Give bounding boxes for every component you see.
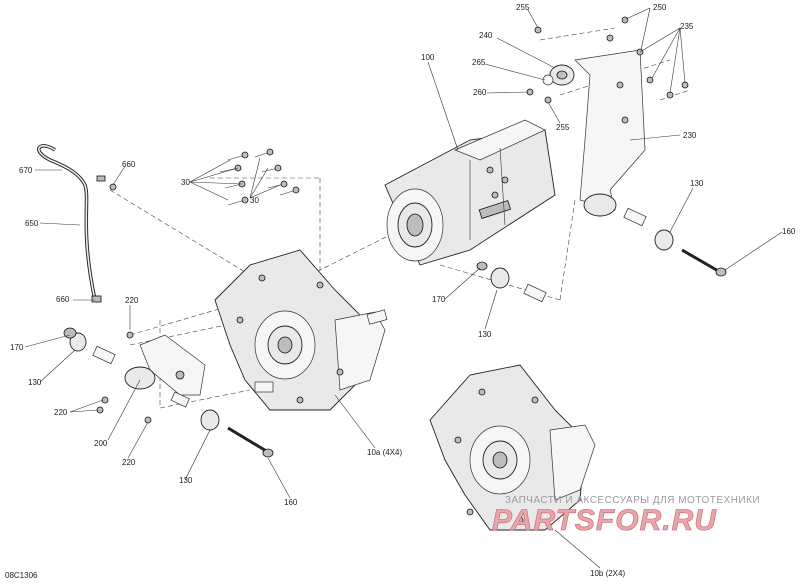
bracket-230: [574, 49, 646, 217]
callout-130-mid: 130: [478, 330, 492, 339]
callout-255-top: 255: [516, 3, 530, 12]
mount-bracket-200: [124, 334, 206, 396]
breather-hose-650: [37, 144, 117, 303]
callout-230: 230: [683, 131, 697, 140]
callout-660-bottom: 660: [56, 295, 70, 304]
callout-100: 100: [421, 53, 435, 62]
callout-240: 240: [479, 31, 493, 40]
coupler-130-mid: [476, 261, 510, 289]
bolt-cluster-30: [219, 148, 300, 206]
callout-30-right: 30: [250, 196, 259, 205]
callout-670: 670: [19, 166, 33, 175]
callout-265: 265: [472, 58, 486, 67]
bolt-220-left: [96, 331, 152, 424]
spacer-right: [523, 207, 647, 303]
callout-200: 200: [94, 439, 108, 448]
callout-10b: 10b (2X4): [590, 569, 625, 578]
callout-220-mid: 220: [54, 408, 68, 417]
watermark-logo: PARTSFOR.RU: [492, 504, 717, 537]
callout-130-left: 130: [28, 378, 42, 387]
figure-id: 08C1306: [5, 571, 38, 580]
callout-650: 650: [25, 219, 39, 228]
callout-170-left: 170: [10, 343, 24, 352]
callout-260: 260: [473, 88, 487, 97]
callout-10a: 10a (4X4): [367, 448, 402, 457]
coupler-130-right: [654, 229, 674, 251]
watermark: ЗАПЧАСТИ И АКСЕССУАРЫ ДЛЯ МОТОТЕХНИКИ PA…: [492, 495, 760, 537]
callout-130-bottom: 130: [179, 476, 193, 485]
callout-160-right: 160: [782, 227, 796, 236]
callout-labels: 255 250 240 235 100 265 260 255 230 660 …: [10, 3, 796, 578]
watermark-tagline: ЗАПЧАСТИ И АКСЕССУАРЫ ДЛЯ МОТОТЕХНИКИ: [505, 495, 760, 506]
spacer-left: [92, 345, 116, 365]
callout-30-left: 30: [181, 178, 190, 187]
callout-235: 235: [680, 22, 694, 31]
coupler-130-left: [63, 327, 87, 352]
spacer-mid: [170, 391, 190, 408]
callout-220-bottom: 220: [122, 458, 136, 467]
coupler-130-bottom: [200, 409, 220, 431]
main-housing-100: [384, 119, 556, 266]
bolt-160-bottom: [227, 426, 274, 458]
callout-130-right: 130: [690, 179, 704, 188]
cap-240: [542, 64, 575, 86]
callout-170-mid: 170: [432, 295, 446, 304]
callout-160-bottom: 160: [284, 498, 298, 507]
transmission-10a-4x4: [214, 249, 388, 411]
transmission-10b-2x4: [429, 364, 596, 531]
callout-255-mid: 255: [556, 123, 570, 132]
callout-220-top: 220: [125, 296, 139, 305]
callout-660-top: 660: [122, 160, 136, 169]
callout-250: 250: [653, 3, 667, 12]
bolt-160-right: [681, 248, 727, 277]
leader-lines: [24, 7, 783, 569]
